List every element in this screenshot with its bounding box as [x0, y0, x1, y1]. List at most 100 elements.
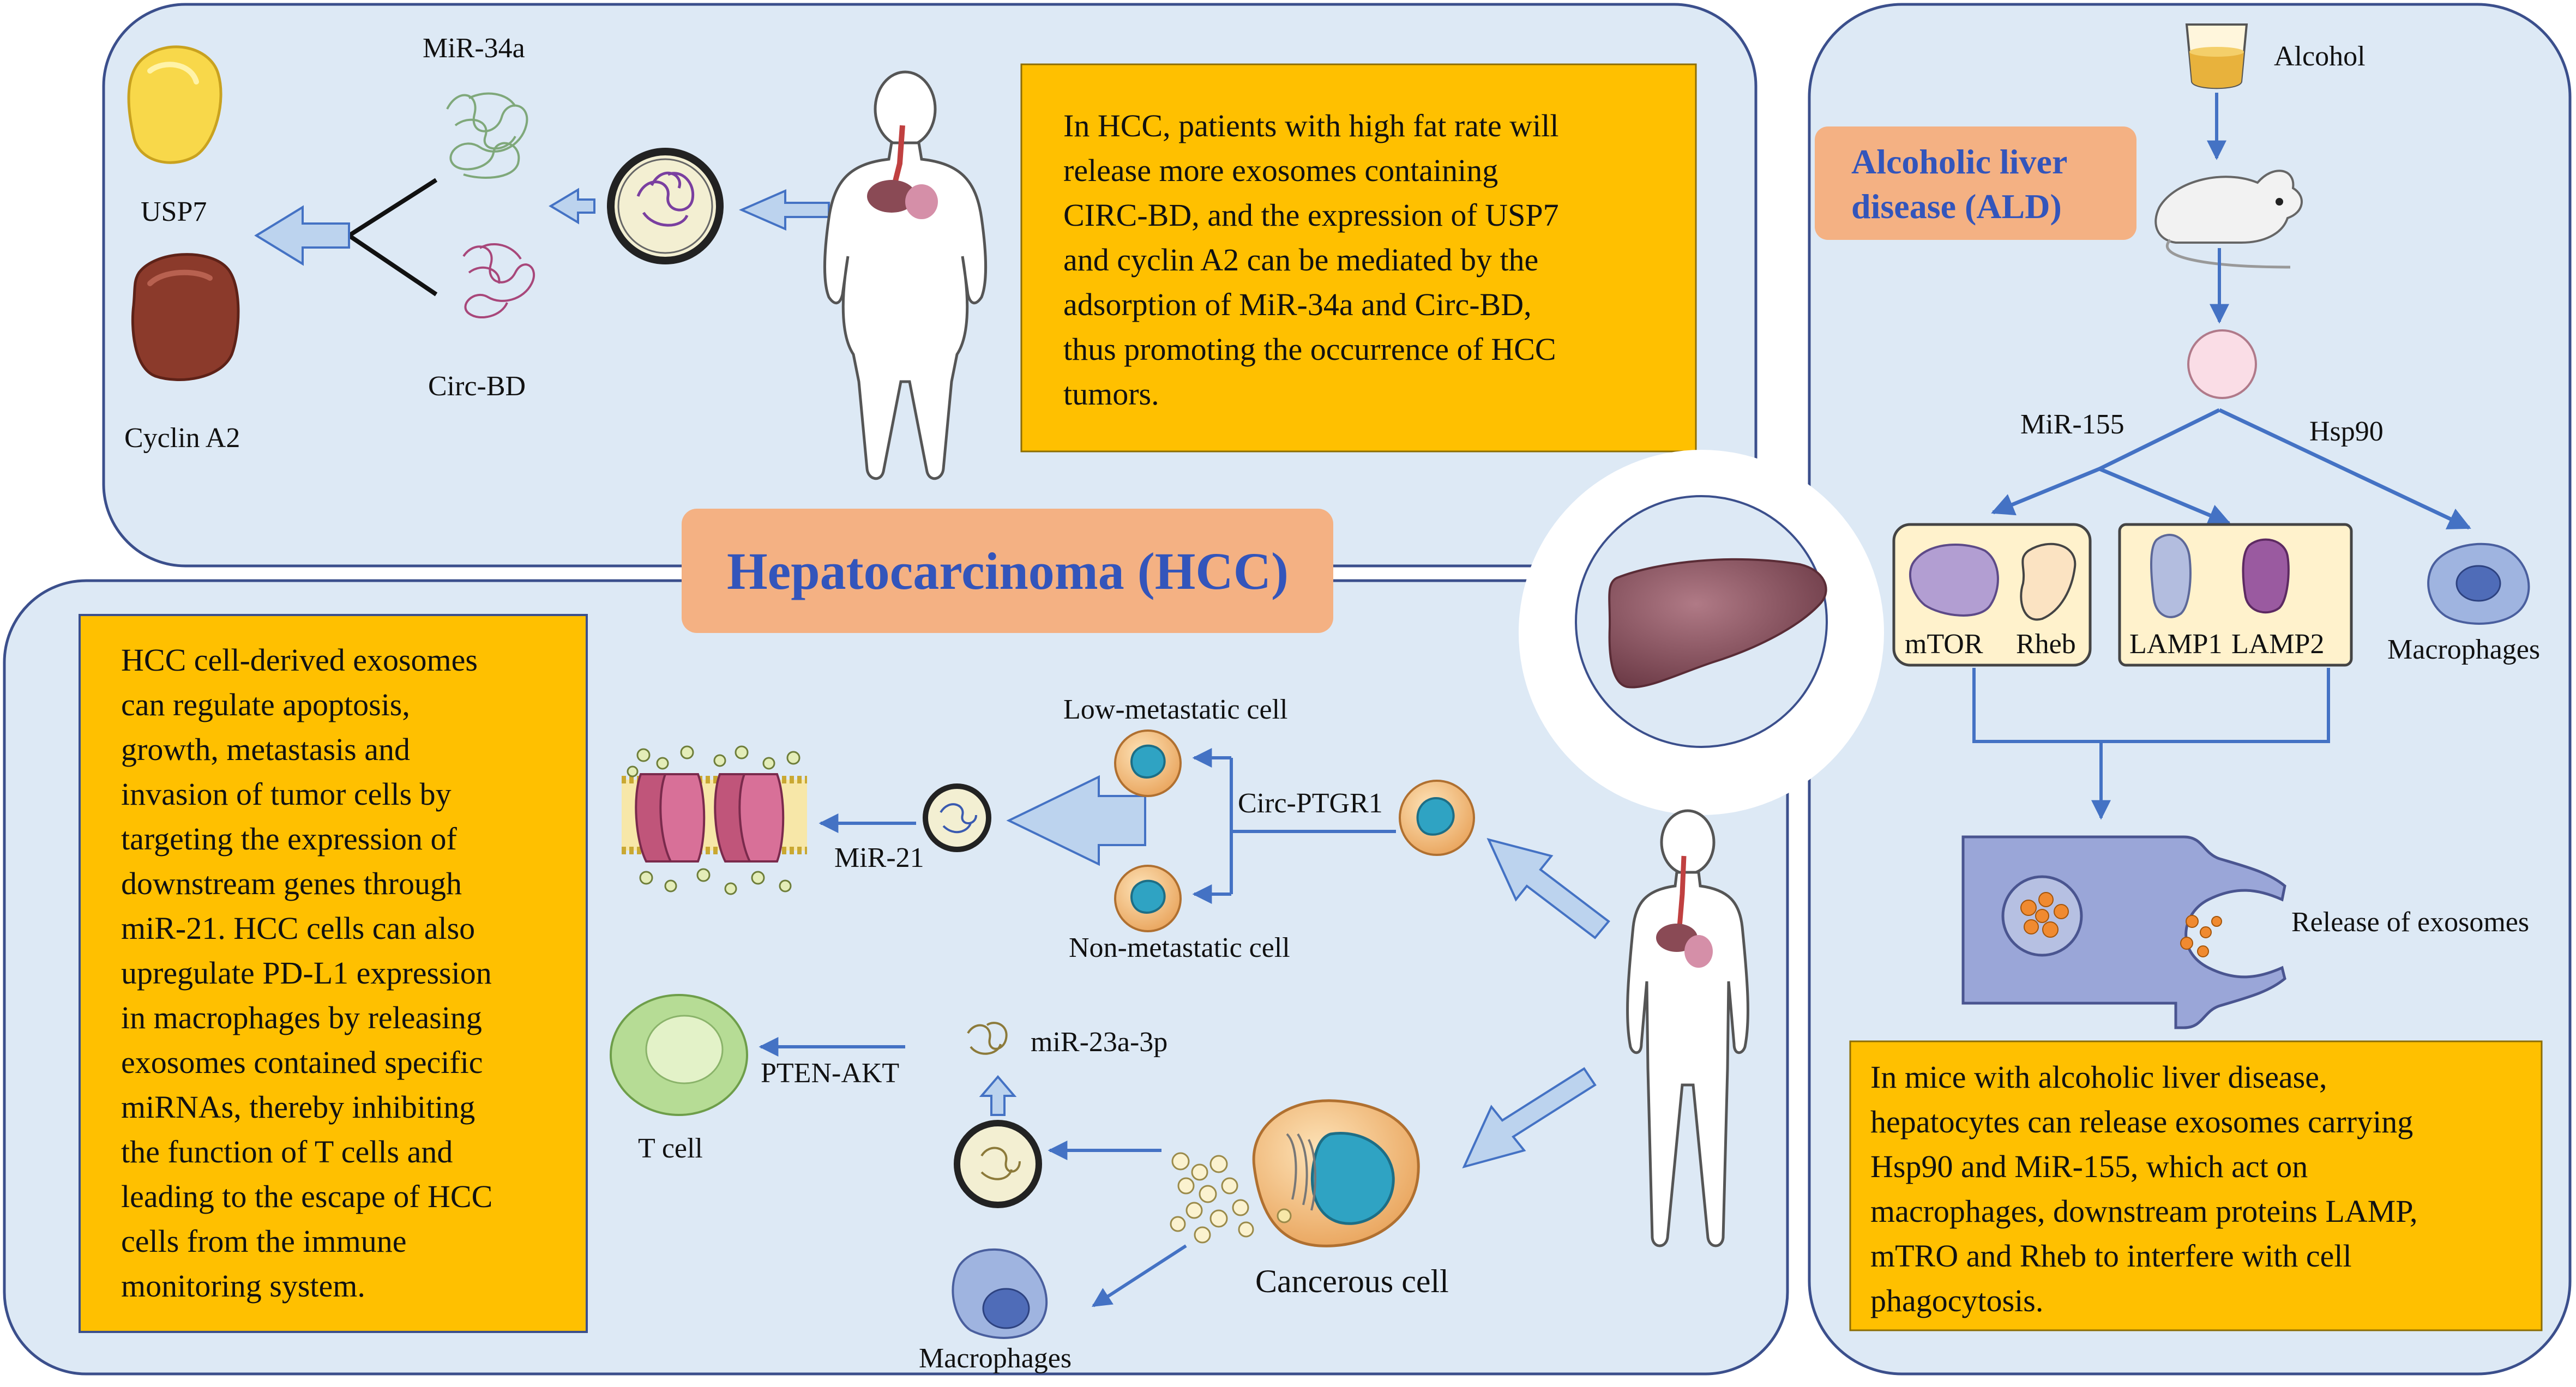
cancerous-cell-label: Cancerous cell [1255, 1263, 1449, 1299]
lamp1-protein-icon [2150, 534, 2192, 618]
mir155-label: MiR-155 [2020, 409, 2124, 440]
lamp2-protein-icon [2242, 538, 2290, 614]
mir23a-label: miR-23a-3p [1031, 1027, 1167, 1058]
mtor-protein-icon [1909, 544, 1999, 617]
cell-membrane-icon [622, 745, 807, 895]
top-line-1: In HCC, patients with high fat rate will [1063, 108, 1559, 143]
top-line-7: tumors. [1063, 376, 1159, 412]
arrow-to-macrophage [1091, 1244, 1187, 1307]
mir34a-label: MiR-34a [423, 33, 525, 64]
page-title: Hepatocarcinoma (HCC) [727, 542, 1289, 600]
non-metastatic-label: Non-metastatic cell [1069, 932, 1290, 963]
top-info-box [1020, 63, 1697, 453]
top-line-3: CIRC-BD, and the expression of USP7 [1063, 197, 1559, 233]
right-info-box [1849, 1040, 2543, 1331]
top-liver-icon [867, 180, 916, 213]
exosome-dots-icon [1170, 1152, 1254, 1244]
right-line-4: macrophages, downstream proteins LAMP, [1870, 1193, 2418, 1229]
ald-line-1: Alcoholic liver [1851, 142, 2067, 181]
ald-box [1815, 126, 2136, 240]
arrow-to-proteins [254, 205, 350, 266]
rheb-protein-icon [2020, 542, 2077, 621]
bottom-line-5: targeting the expression of [121, 821, 458, 857]
title-box [682, 509, 1333, 633]
circ-bd-rna-icon [462, 243, 535, 319]
right-line-2: hepatocytes can release exosomes carryin… [1870, 1104, 2413, 1139]
mir23a-rna-icon [967, 1022, 1008, 1055]
lamp2-label: LAMP2 [2231, 629, 2324, 660]
usp7-protein-icon [127, 45, 222, 164]
mouse-icon [2154, 170, 2303, 269]
bottom-line-8: upregulate PD-L1 expression [121, 955, 492, 991]
ald-text: Alcoholic liver disease (ALD) [1851, 142, 2075, 226]
top-info-text: In HCC, patients with high fat rate will… [1063, 108, 1567, 412]
branch-to-center [2098, 408, 2220, 471]
mir21-label: MiR-21 [834, 842, 924, 873]
release-exosomes-label: Release of exosomes [2291, 907, 2529, 938]
bottom-line-15: monitoring system. [121, 1268, 365, 1304]
bottom-line-1: HCC cell-derived exosomes [121, 642, 478, 678]
bottom-line-7: miR-21. HCC cells can also [121, 910, 475, 946]
right-macrophage-icon [2427, 542, 2530, 625]
top-line-5: adsorption of MiR-34a and Circ-BD, [1063, 287, 1532, 322]
arrow-to-exosome [739, 189, 830, 231]
exosome-release-icon [1961, 835, 2286, 1029]
bottom-line-13: leading to the escape of HCC [121, 1179, 492, 1214]
bottom-line-6: downstream genes through [121, 866, 462, 901]
top-line-6: thus promoting the occurrence of HCC [1063, 331, 1556, 367]
bottom-line-11: miRNAs, thereby inhibiting [121, 1089, 475, 1125]
top-line-2: release more exosomes containing [1063, 153, 1498, 188]
usp7-label: USP7 [141, 196, 207, 227]
right-line-3: Hsp90 and MiR-155, which act on [1870, 1149, 2308, 1184]
t-cell-label: T cell [638, 1133, 703, 1164]
bottom-line-3: growth, metastasis and [121, 732, 410, 767]
branch-to-mtor [1991, 467, 2100, 516]
mtor-label: mTOR [1905, 629, 1983, 660]
right-line-5: mTRO and Rheb to interfere with cell [1870, 1238, 2352, 1274]
hepatocyte-icon [2187, 329, 2257, 399]
bottom-info-text: HCC cell-derived exosomes can regulate a… [121, 642, 501, 1304]
right-macrophages-label: Macrophages [2387, 634, 2540, 665]
t-cell-icon [610, 994, 748, 1116]
mir34a-rna-icon [446, 92, 528, 179]
arrow-to-mir23a [979, 1075, 1017, 1116]
lamp1-label: LAMP1 [2129, 629, 2222, 660]
hsp90-label: Hsp90 [2309, 416, 2384, 447]
right-info-text: In mice with alcoholic liver disease, he… [1870, 1059, 2425, 1318]
mir23a-exosome-icon [954, 1120, 1042, 1208]
cancerous-cell-icon [1252, 1099, 1420, 1247]
circ-ptgr1-bracket [1230, 758, 1396, 894]
arrow-to-mir21 [1006, 775, 1146, 866]
human-body-obese-icon [823, 70, 987, 480]
bottom-line-2: can regulate apoptosis, [121, 687, 410, 722]
bottom-macrophage-icon [952, 1248, 1048, 1339]
human-body-icon [1626, 809, 1749, 1247]
bottom-line-12: the function of T cells and [121, 1134, 453, 1169]
liver-icon [1608, 558, 1827, 689]
non-metastatic-cell-icon [1114, 865, 1182, 932]
top-line-4: and cyclin A2 can be mediated by the [1063, 242, 1538, 278]
circ-bd-label: Circ-BD [428, 371, 526, 402]
bottom-info-box [79, 614, 588, 1333]
rheb-label: Rheb [2016, 629, 2076, 660]
cyclin-a2-label: Cyclin A2 [124, 423, 240, 454]
circ-ptgr1-label: Circ-PTGR1 [1238, 788, 1383, 819]
bottom-line-10: exosomes contained specific [121, 1045, 483, 1080]
ptgr1-source-cell-icon [1399, 780, 1475, 856]
arrow-to-cancer-cell [1462, 1067, 1597, 1169]
exosome-icon [607, 148, 724, 264]
arrow-to-rnas [549, 188, 595, 225]
arrow-to-ptgr1-cell [1486, 838, 1610, 939]
alcohol-glass-icon [2185, 23, 2248, 89]
right-line-1: In mice with alcoholic liver disease, [1870, 1059, 2327, 1095]
branch-to-lamp [2098, 467, 2231, 526]
bottom-macrophages-label: Macrophages [919, 1343, 1072, 1374]
bottom-line-14: cells from the immune [121, 1223, 406, 1259]
low-metastatic-cell-icon [1114, 729, 1182, 797]
alcohol-label: Alcohol [2274, 41, 2366, 72]
mir21-exosome-icon [923, 783, 991, 852]
right-line-6: phagocytosis. [1870, 1283, 2043, 1318]
bottom-line-4: invasion of tumor cells by [121, 776, 452, 812]
branch-to-macrophage [2218, 408, 2471, 530]
